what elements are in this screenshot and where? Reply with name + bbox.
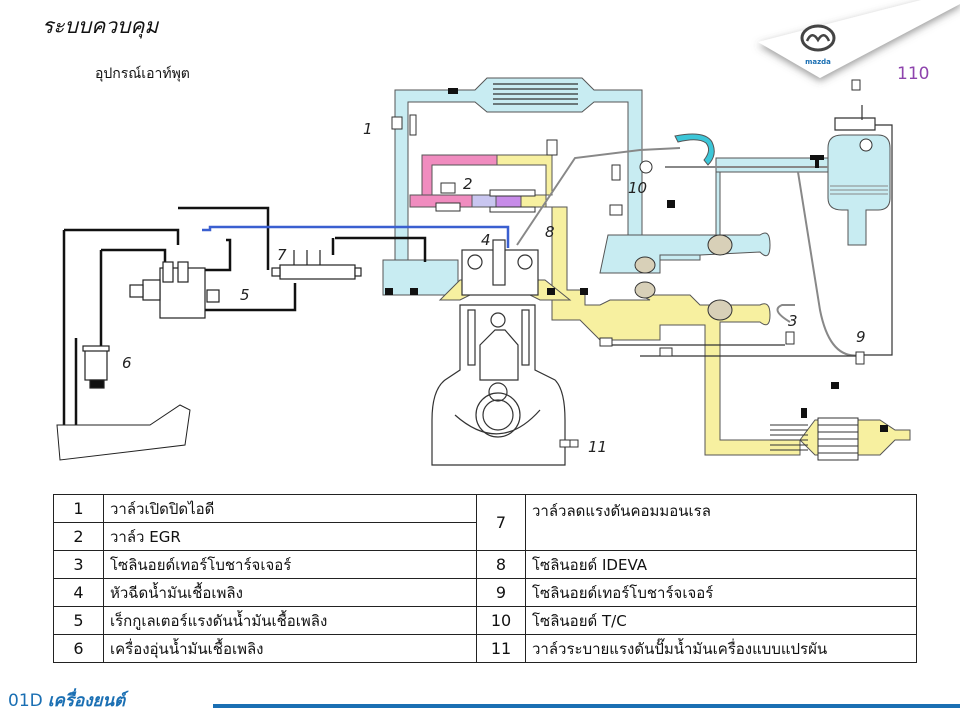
turbocharger [634, 234, 733, 321]
legend-text: เร็กกูเลเตอร์แรงดันน้ำมันเชื้อเพลิง [103, 606, 477, 635]
oil-pump-valve [559, 439, 579, 448]
page-title: ระบบควบคุม [42, 14, 159, 38]
intake-shutter-valve [391, 114, 417, 136]
legend-text: โซลินอยด์เทอร์โบชาร์จเจอร์ [525, 578, 917, 607]
legend-text: โซลินอยด์ T/C [525, 606, 917, 635]
callout-9: 9 [856, 328, 866, 346]
callout-8: 8 [545, 223, 555, 241]
legend-row: 3 โซลินอยด์เทอร์โบชาร์จเจอร์ 8 โซลินอยด์… [53, 550, 917, 579]
tc-solenoid [609, 164, 623, 216]
callout-6: 6 [122, 354, 132, 372]
legend-number: 8 [476, 550, 526, 579]
legend-row: 1 วาล์วเปิดปิดไอดี 7 วาล์วลดแรงดันคอมมอน… [53, 494, 917, 551]
intercooler-icon [493, 83, 578, 105]
turbo-solenoids [599, 331, 865, 365]
legend-number: 11 [476, 634, 526, 663]
page-subtitle: อุปกรณ์เอาท์พุต [95, 66, 190, 82]
callout-3: 3 [788, 312, 798, 330]
legend-row: 5 เร็กกูเลเตอร์แรงดันน้ำมันเชื้อเพลิง 10… [53, 606, 917, 635]
legend-number: 3 [53, 550, 104, 579]
fuel-pump-regulator [129, 261, 220, 319]
legend-table: 1 วาล์วเปิดปิดไอดี 7 วาล์วลดแรงดันคอมมอน… [53, 494, 917, 663]
egr-valve [435, 182, 461, 212]
footer-divider [213, 704, 960, 708]
callout-7: 7 [277, 246, 287, 264]
hatched-tank-icon [830, 185, 888, 195]
callout-2: 2 [463, 175, 473, 193]
legend-text: วาล์วระบายแรงดันปั๊มน้ำมันเครื่องแบบแปรผ… [525, 634, 917, 663]
vacuum-line [202, 225, 510, 248]
legend-text: โซลินอยด์เทอร์โบชาร์จเจอร์ [103, 550, 477, 579]
legend-text: วาล์วเปิดปิดไอดี [103, 494, 477, 523]
legend-number: 9 [476, 578, 526, 607]
page-number: 110 [897, 64, 930, 84]
egr-cooler [489, 189, 536, 213]
legend-number: 1 [53, 494, 104, 523]
mazda-logo-icon [800, 24, 836, 52]
callout-11: 11 [588, 438, 607, 456]
valves [385, 88, 888, 432]
legend-text: วาล์ว EGR [103, 522, 477, 551]
section-code: 01D [8, 691, 43, 711]
legend-row: 4 หัวฉีดน้ำมันเชื้อเพลิง 9 โซลินอยด์เทอร… [53, 578, 917, 607]
legend-number: 4 [53, 578, 104, 607]
legend-text: หัวฉีดน้ำมันเชื้อเพลิง [103, 578, 477, 607]
signal-lines [600, 105, 893, 357]
common-rail [271, 250, 362, 280]
fuel-heater [82, 345, 110, 389]
legend-text: โซลินอยด์ IDEVA [525, 550, 917, 579]
engine-control-diagram: 1 2 3 4 5 6 7 8 9 10 11 [56, 77, 911, 466]
fuel-tank [56, 404, 191, 461]
cylinder-head [461, 239, 539, 296]
legend-number: 10 [476, 606, 526, 635]
gauges [639, 79, 873, 174]
engine-block [431, 304, 566, 466]
fuel-lines [62, 206, 427, 425]
legend-row: 6 เครื่องอุ่นน้ำมันเชื้อเพลิง 11 วาล์วระ… [53, 634, 917, 663]
section-name: เครื่องยนต์ [47, 691, 126, 711]
dpf-filter-icon [770, 417, 859, 461]
legend-number: 2 [53, 522, 104, 551]
ideva-solenoid [546, 139, 558, 156]
callout-1: 1 [363, 120, 373, 138]
legend-number: 5 [53, 606, 104, 635]
legend-text: วาล์วลดแรงดันคอมมอนเรล [525, 494, 917, 551]
legend-text: เครื่องอุ่นน้ำมันเชื้อเพลิง [103, 634, 477, 663]
legend-number: 6 [53, 634, 104, 663]
legend-row: 2 วาล์ว EGR [53, 522, 917, 551]
callout-10: 10 [628, 179, 647, 197]
legend-number: 7 [476, 494, 526, 551]
callout-4: 4 [481, 231, 491, 249]
callout-5: 5 [240, 286, 250, 304]
